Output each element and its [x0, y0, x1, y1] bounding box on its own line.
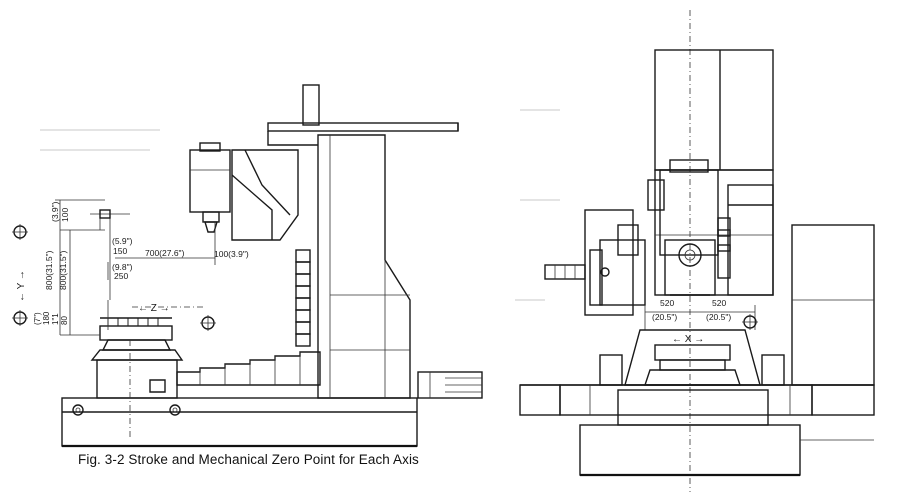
x-100-label: 100(3.9")	[214, 249, 249, 259]
zero-point-marker-icon	[12, 224, 28, 240]
y-stroke-a: 800(31.5")	[44, 250, 54, 290]
right-mm-label: 520	[712, 298, 726, 308]
zero-point-marker-icon	[200, 315, 216, 331]
axis-y-label: ← Y →	[16, 270, 27, 302]
side-view: (3.9") 100 (5.9") 150 (9.8") 250 700(27.…	[12, 84, 483, 448]
y-150-mm: 150	[113, 246, 127, 256]
front-view: 520 520 (20.5") (20.5") ← X →	[519, 10, 875, 492]
axis-x-label: ← X →	[672, 334, 704, 345]
front-dimensions: 520 520 (20.5") (20.5") ← X →	[644, 298, 758, 345]
axis-z-label: ← Z →	[138, 303, 170, 314]
scan-ghosting	[40, 109, 560, 301]
zero-point-marker-icon	[742, 314, 758, 330]
front-table	[519, 329, 875, 426]
left-in-label: (20.5")	[652, 312, 677, 322]
side-dimensions: (3.9") 100 (5.9") 150 (9.8") 250 700(27.…	[33, 199, 249, 336]
y-low-in: (7")	[33, 312, 42, 325]
y-low-mm-c: 80	[60, 316, 69, 325]
right-in-label: (20.5")	[706, 312, 731, 322]
x-stroke-label: 700(27.6")	[145, 248, 185, 258]
y-stroke-b: 800(31.5")	[58, 250, 68, 290]
side-spindle-head	[189, 142, 299, 241]
y-250-mm: 250	[114, 271, 128, 281]
y-low-mm-a: 180	[42, 311, 51, 325]
side-axis-markers: ← Y → ← Z →	[12, 224, 216, 440]
y-150-in: (5.9")	[112, 236, 133, 246]
figure-caption: Fig. 3-2 Stroke and Mechanical Zero Poin…	[78, 452, 419, 467]
column-bellows	[295, 249, 311, 347]
y-top-mm: 100	[60, 208, 70, 222]
y-250-in: (9.8")	[112, 262, 133, 272]
zero-point-marker-icon	[12, 310, 28, 326]
side-column	[267, 84, 483, 399]
y-top-in: (3.9")	[50, 201, 60, 222]
front-spindle-head	[647, 159, 731, 296]
front-base	[579, 424, 874, 477]
front-left-unit	[544, 209, 646, 316]
side-base	[61, 397, 418, 448]
side-saddle	[90, 317, 321, 399]
y-low-mm-b: 1"1	[51, 313, 60, 325]
front-right-panel	[791, 224, 875, 386]
left-mm-label: 520	[660, 298, 674, 308]
